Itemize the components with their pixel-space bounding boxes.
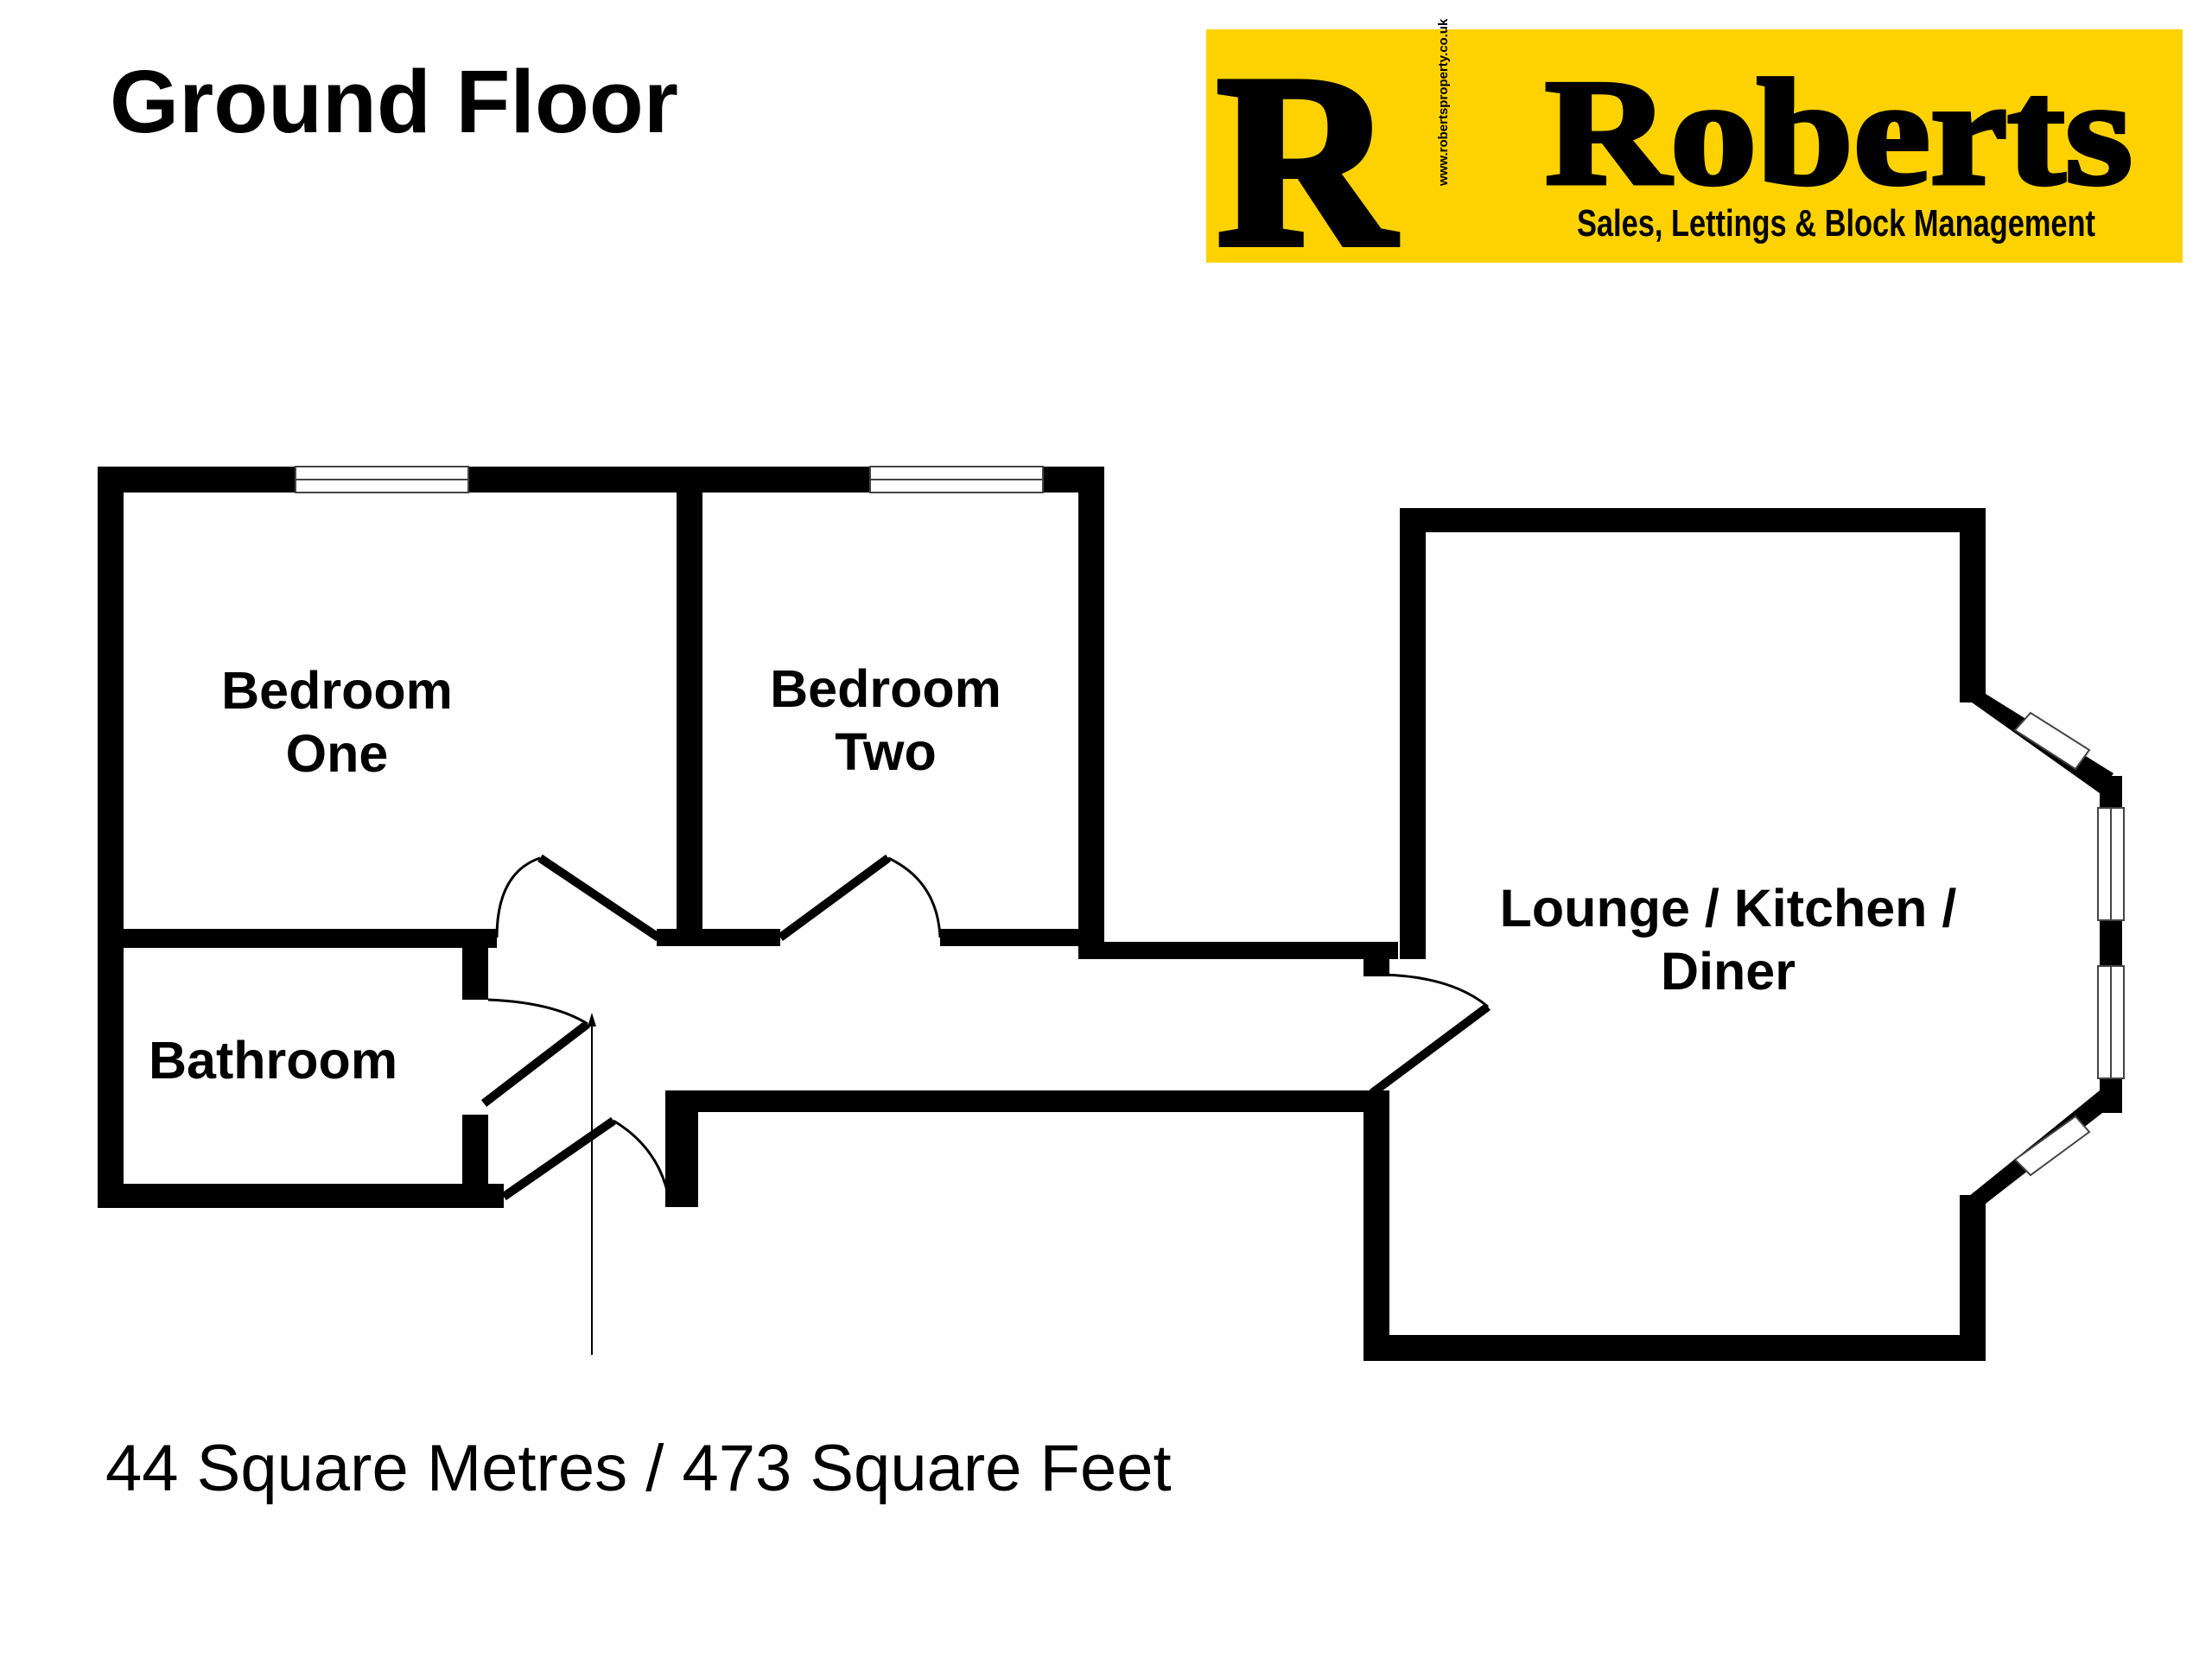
wall bbox=[1363, 959, 1389, 976]
wall bbox=[1078, 467, 1104, 959]
door-swing bbox=[887, 856, 942, 938]
wall bbox=[98, 1184, 504, 1208]
logo-letter: R bbox=[1217, 24, 1397, 297]
window bbox=[2013, 711, 2091, 771]
wall bbox=[1363, 1335, 1986, 1361]
door-leaf bbox=[501, 1116, 616, 1201]
door-swing bbox=[487, 998, 588, 1026]
floor-area-text: 44 Square Metres / 473 Square Feet bbox=[105, 1432, 1172, 1505]
wall bbox=[98, 929, 497, 948]
room-label-lounge-line2: Diner bbox=[1661, 942, 1796, 1001]
wall bbox=[657, 929, 702, 946]
wall bbox=[462, 1115, 488, 1197]
wall bbox=[1400, 508, 1983, 532]
logo-tagline: Sales, Lettings & Block Management bbox=[1577, 202, 2095, 245]
page-title: Ground Floor bbox=[110, 52, 678, 151]
wall bbox=[940, 929, 1104, 946]
doors bbox=[480, 854, 1491, 1204]
dimension-arrow bbox=[588, 1013, 596, 1355]
door-leaf bbox=[537, 854, 661, 942]
wall bbox=[1078, 942, 1398, 959]
wall bbox=[702, 929, 780, 946]
wall bbox=[462, 946, 488, 1000]
room-label-bedroom-two-line2: Two bbox=[835, 722, 936, 781]
wall bbox=[98, 467, 124, 1208]
window bbox=[2013, 1115, 2091, 1177]
logo-background bbox=[1206, 29, 2183, 263]
door-leaf bbox=[480, 1020, 591, 1107]
room-label-bathroom: Bathroom bbox=[149, 1031, 397, 1090]
windows bbox=[295, 466, 2125, 1177]
room-label-bedroom-two: Bedroom bbox=[770, 659, 1001, 718]
room-label-bedroom-one-line2: One bbox=[286, 724, 389, 783]
wall bbox=[665, 1090, 698, 1207]
roberts-logo: R www.robertsproperty.co.uk Roberts Sale… bbox=[1206, 18, 2183, 301]
room-label-lounge: Lounge / Kitchen / bbox=[1500, 879, 1957, 938]
door-leaf bbox=[778, 854, 891, 942]
wall bbox=[665, 1090, 1374, 1112]
wall bbox=[1400, 508, 1426, 959]
door-leaf bbox=[1370, 1002, 1491, 1097]
wall bbox=[1363, 1090, 1389, 1358]
door-swing bbox=[1382, 973, 1489, 1008]
logo-website: www.robertsproperty.co.uk bbox=[1436, 18, 1451, 187]
logo-name: Roberts bbox=[1545, 48, 2133, 216]
wall bbox=[1960, 1195, 1986, 1361]
wall bbox=[1960, 508, 1986, 702]
wall bbox=[677, 484, 702, 946]
door-swing bbox=[495, 856, 541, 938]
room-label-bedroom-one: Bedroom bbox=[221, 661, 453, 720]
door-swing bbox=[613, 1119, 671, 1204]
